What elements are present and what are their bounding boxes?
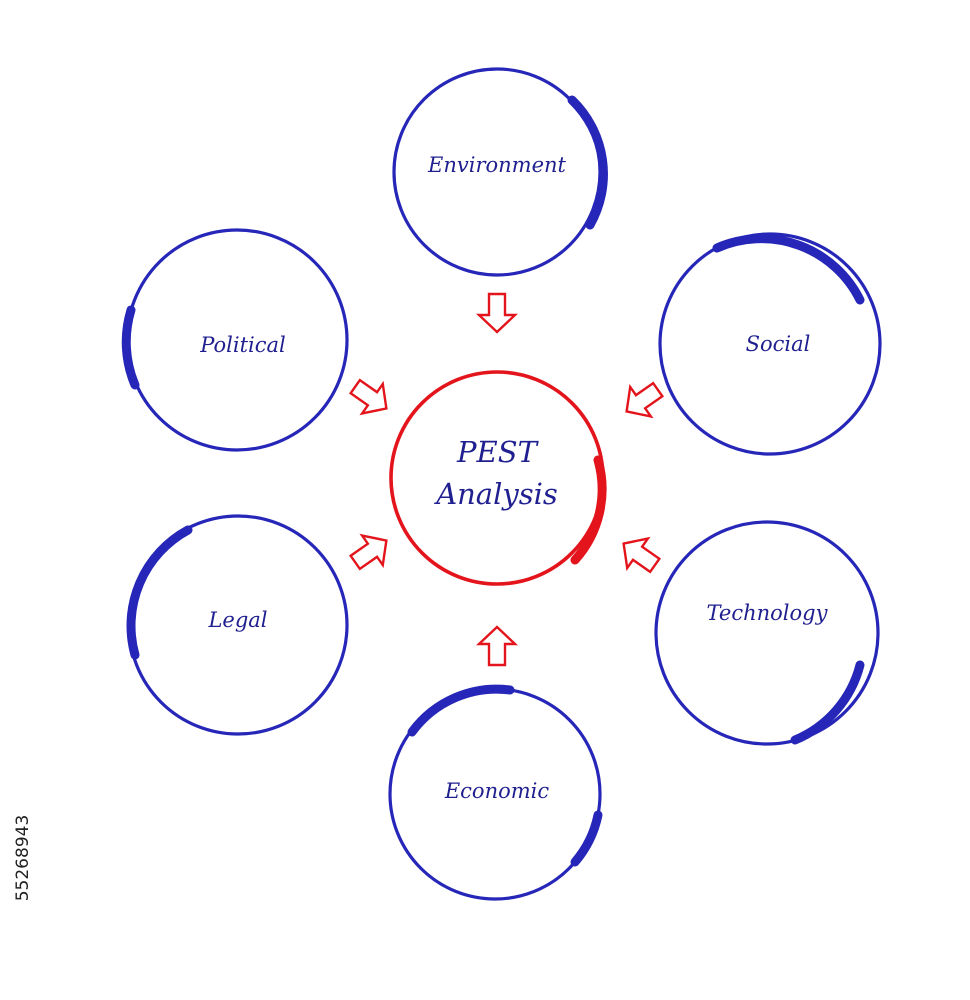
arrows — [348, 292, 665, 667]
center-title-line2: Analysis — [433, 477, 558, 511]
node-ring-accent — [790, 660, 865, 745]
node-social: Social — [658, 232, 882, 456]
node-ring-accent — [712, 234, 865, 305]
node-label: Economic — [444, 779, 550, 803]
node-ring-accent — [570, 810, 603, 867]
arrow-icon — [475, 625, 519, 667]
node-ring-accent — [126, 525, 193, 660]
node-political: Political — [121, 228, 349, 452]
arrow-icon — [348, 533, 388, 571]
center-node: PEST Analysis — [389, 370, 607, 586]
node-ring-accent — [121, 305, 140, 390]
arrow-icon — [622, 536, 662, 574]
node-ring — [658, 232, 882, 456]
node-label: Environment — [427, 153, 567, 177]
node-label: Political — [199, 333, 286, 357]
node-technology: Technology — [654, 520, 880, 746]
node-label: Social — [746, 332, 811, 356]
node-label: Legal — [207, 608, 267, 632]
node-label: Technology — [707, 601, 829, 625]
arrow-icon — [625, 381, 665, 419]
center-ring-accent — [570, 455, 607, 565]
node-ring-accent — [567, 95, 608, 230]
node-ring-accent — [407, 684, 515, 737]
arrow-icon — [475, 292, 519, 334]
node-economic: Economic — [388, 684, 603, 901]
node-legal: Legal — [126, 514, 349, 736]
center-title-line1: PEST — [456, 435, 540, 469]
node-environment: Environment — [392, 67, 608, 277]
image-id-credit: 55268943 — [13, 815, 33, 902]
node-ring — [654, 520, 880, 746]
arrow-icon — [348, 378, 388, 416]
